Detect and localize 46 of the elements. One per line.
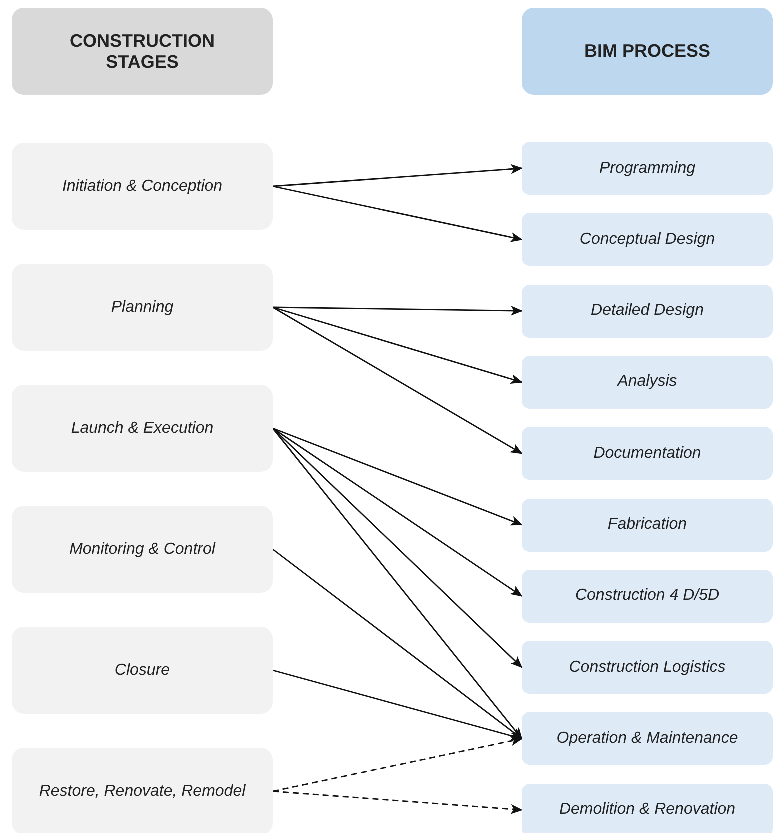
node-label: Planning bbox=[111, 298, 174, 316]
node-label: Analysis bbox=[618, 373, 678, 392]
node-label: Launch & Execution bbox=[71, 420, 214, 438]
node-label: Closure bbox=[114, 662, 170, 680]
stage-box bbox=[12, 143, 273, 230]
node-label: Documentation bbox=[594, 444, 702, 463]
process-box bbox=[522, 570, 773, 623]
stage-box bbox=[12, 748, 273, 833]
process-box bbox=[522, 641, 773, 694]
header-text: CONSTRUCTION STAGES bbox=[69, 30, 216, 72]
arrow bbox=[272, 306, 523, 384]
arrow bbox=[272, 790, 523, 814]
node-label: Fabrication bbox=[608, 516, 688, 534]
node-label: Construction 4 D/5D bbox=[575, 587, 720, 606]
column-header bbox=[522, 8, 773, 95]
node-label: Restore, Renovate, Remodel bbox=[39, 782, 246, 800]
process-box bbox=[522, 356, 773, 409]
node-label: Demolition & Renovation bbox=[559, 801, 736, 820]
process-box bbox=[522, 427, 773, 480]
arrow bbox=[272, 428, 523, 526]
arrow bbox=[272, 428, 523, 740]
arrow bbox=[272, 736, 523, 792]
node-label: Construction Logistics bbox=[569, 658, 726, 677]
node-label: Initiation & Conception bbox=[62, 178, 223, 196]
arrow bbox=[272, 306, 523, 454]
node-label: Operation & Maintenance bbox=[556, 730, 738, 748]
header-text: BIM PROCESS bbox=[584, 41, 711, 62]
stage-box bbox=[12, 627, 273, 714]
node-label: Conceptual Design bbox=[580, 230, 716, 249]
stage-box bbox=[12, 506, 273, 593]
stage-box bbox=[12, 264, 273, 351]
process-box bbox=[522, 784, 773, 833]
arrow bbox=[272, 306, 523, 316]
node-label: Detailed Design bbox=[591, 302, 704, 320]
arrow bbox=[272, 428, 523, 597]
process-box bbox=[522, 142, 773, 195]
process-box bbox=[522, 213, 773, 266]
column-header bbox=[12, 8, 273, 95]
process-box bbox=[522, 284, 773, 338]
process-box bbox=[522, 498, 773, 552]
arrow bbox=[272, 164, 523, 188]
process-box bbox=[522, 712, 773, 766]
node-label: Programming bbox=[599, 160, 696, 178]
stage-box bbox=[12, 385, 273, 472]
node-label: Monitoring & Control bbox=[70, 540, 216, 558]
arrow bbox=[272, 186, 523, 242]
